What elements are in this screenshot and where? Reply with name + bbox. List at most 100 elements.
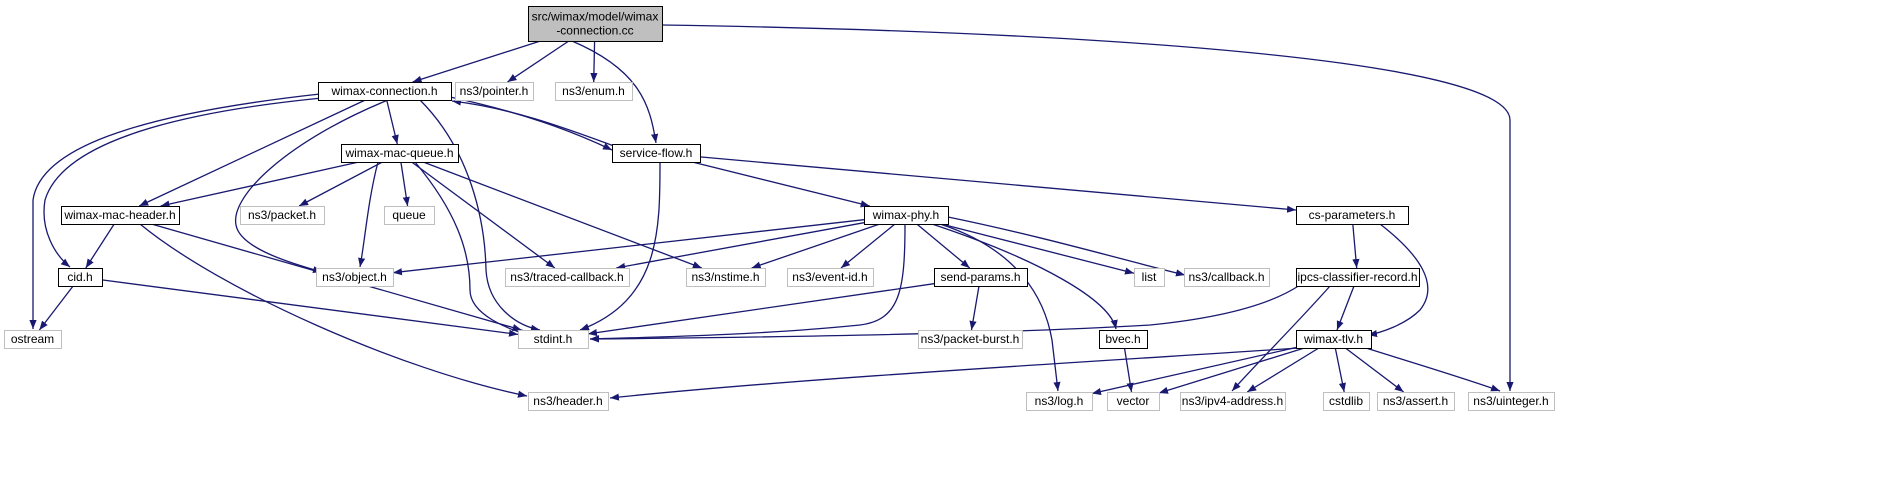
node-label-ns3-callback-h: ns3/callback.h — [1188, 270, 1264, 284]
edge-wimax-connection-h-to-ns3-object-h — [235, 99, 389, 274]
edge-wimax-mac-queue-h-to-ns3-packet-h — [298, 161, 383, 207]
edge-root-to-ns3-pointer-h — [507, 40, 570, 83]
node-box-ns3-traced-callback-h — [505, 268, 630, 287]
node-queue: queue — [384, 206, 435, 225]
node-label-ns3-event-id-h: ns3/event-id.h — [792, 270, 867, 284]
node-box-root — [528, 6, 663, 42]
node-box-ns3-event-id-h — [787, 268, 874, 287]
node-box-ns3-enum-h — [555, 82, 633, 101]
edge-wimax-tlv-h-to-ns3-header-h — [609, 347, 1301, 401]
node-box-queue — [384, 206, 435, 225]
edge-wimax-connection-h-to-cid-h — [43, 97, 323, 268]
edge-wimax-tlv-h-to-ns3-uinteger-h — [1365, 347, 1501, 392]
node-label-ns3-pointer-h: ns3/pointer.h — [460, 84, 529, 98]
edge-wimax-connection-h-to-wimax-mac-header-h — [138, 99, 366, 207]
node-box-wimax-mac-queue-h — [341, 144, 459, 163]
node-ipcs-classifier-record-h[interactable]: ipcs-classifier-record.h — [1296, 268, 1420, 287]
node-box-ns3-ipv4-address-h — [1180, 392, 1286, 411]
edge-send-params-h-to-ns3-packet-burst-h — [969, 285, 980, 331]
edge-wimax-phy-h-to-ns3-traced-callback-h — [616, 222, 865, 270]
edge-wimax-mac-queue-h-to-stdint-h — [414, 161, 531, 337]
node-box-ns3-object-h — [316, 268, 394, 287]
node-send-params-h[interactable]: send-params.h — [934, 268, 1028, 287]
node-wimax-mac-queue-h[interactable]: wimax-mac-queue.h — [341, 144, 459, 163]
node-cs-parameters-h[interactable]: cs-parameters.h — [1296, 206, 1409, 225]
edge-root-to-ns3-enum-h — [590, 40, 598, 83]
edge-ipcs-classifier-record-h-to-stdint-h — [589, 284, 1301, 343]
node-label-ns3-uinteger-h: ns3/uinteger.h — [1473, 394, 1548, 408]
file-nodes: src/wimax/model/wimax-connection.cc wimax… — [4, 6, 1555, 411]
edge-wimax-mac-queue-h-to-wimax-mac-header-h — [160, 161, 360, 208]
node-box-ns3-pointer-h — [455, 82, 534, 101]
node-label-ns3-enum-h: ns3/enum.h — [562, 84, 625, 98]
node-label-wimax-tlv-h: wimax-tlv.h — [1303, 332, 1363, 346]
node-label-send-params-h: send-params.h — [940, 270, 1020, 284]
node-label-wimax-phy-h: wimax-phy.h — [872, 208, 939, 222]
edge-root-to-service-flow-h — [571, 40, 659, 144]
node-ns3-nstime-h: ns3/nstime.h — [686, 268, 766, 287]
node-label-root-line-0: src/wimax/model/wimax — [532, 10, 659, 24]
edge-wimax-tlv-h-to-ns3-ipv4-address-h — [1246, 347, 1320, 393]
node-wimax-phy-h[interactable]: wimax-phy.h — [864, 206, 949, 225]
node-box-bvec-h — [1099, 330, 1148, 349]
node-ns3-log-h: ns3/log.h — [1026, 392, 1093, 411]
edge-cid-h-to-ostream — [38, 285, 74, 331]
node-box-ns3-assert-h — [1377, 392, 1455, 411]
node-label-service-flow-h: service-flow.h — [620, 146, 693, 160]
node-box-cstdlib — [1323, 392, 1370, 411]
node-label-ns3-nstime-h: ns3/nstime.h — [691, 270, 759, 284]
node-stdint-h: stdint.h — [518, 330, 589, 349]
node-service-flow-h[interactable]: service-flow.h — [612, 144, 701, 163]
edge-wimax-connection-h-to-stdint-h — [419, 99, 541, 332]
edge-wimax-phy-h-to-stdint-h — [589, 223, 906, 343]
node-wimax-mac-header-h[interactable]: wimax-mac-header.h — [61, 206, 180, 225]
node-ns3-uinteger-h: ns3/uinteger.h — [1468, 392, 1555, 411]
node-ns3-traced-callback-h: ns3/traced-callback.h — [505, 268, 630, 287]
node-box-wimax-connection-h — [318, 82, 452, 101]
edge-wimax-mac-header-h-to-ns3-header-h — [139, 223, 528, 398]
node-ns3-enum-h: ns3/enum.h — [555, 82, 633, 101]
node-box-wimax-mac-header-h — [61, 206, 180, 225]
node-box-service-flow-h — [612, 144, 701, 163]
node-label-bvec-h: bvec.h — [1105, 332, 1140, 346]
node-label-ns3-header-h: ns3/header.h — [533, 394, 602, 408]
node-box-cid-h — [58, 268, 103, 287]
node-label-ns3-traced-callback-h: ns3/traced-callback.h — [510, 270, 623, 284]
edge-service-flow-h-to-wimax-phy-h — [692, 161, 870, 208]
node-box-vector — [1107, 392, 1160, 411]
node-label-cs-parameters-h: cs-parameters.h — [1309, 208, 1396, 222]
node-wimax-connection-h[interactable]: wimax-connection.h — [318, 82, 452, 101]
edge-service-flow-h-to-stdint-h — [579, 161, 661, 331]
edge-wimax-phy-h-to-ns3-nstime-h — [751, 223, 881, 269]
edge-ipcs-classifier-record-h-to-wimax-tlv-h — [1336, 285, 1355, 331]
node-box-ns3-packet-burst-h — [918, 330, 1023, 349]
edge-wimax-mac-queue-h-to-ns3-traced-callback-h — [411, 161, 556, 269]
node-label-wimax-mac-queue-h: wimax-mac-queue.h — [344, 146, 453, 160]
node-box-ns3-uinteger-h — [1468, 392, 1555, 411]
edge-wimax-mac-queue-h-to-ns3-nstime-h — [422, 161, 703, 269]
edge-wimax-connection-h-to-wimax-mac-queue-h — [386, 99, 399, 145]
node-ns3-pointer-h: ns3/pointer.h — [455, 82, 534, 101]
node-box-ns3-nstime-h — [686, 268, 766, 287]
edge-service-flow-h-to-wimax-connection-h — [451, 98, 615, 147]
edge-cs-parameters-h-to-wimax-tlv-h — [1367, 223, 1429, 338]
node-box-wimax-phy-h — [864, 206, 949, 225]
edge-wimax-phy-h-to-ns3-callback-h — [947, 216, 1186, 277]
edge-wimax-phy-h-to-send-params-h — [916, 223, 971, 269]
edge-ipcs-classifier-record-h-to-ns3-ipv4-address-h — [1231, 285, 1331, 392]
node-root[interactable]: src/wimax/model/wimax-connection.cc — [528, 6, 663, 42]
node-box-ns3-callback-h — [1184, 268, 1270, 287]
node-wimax-tlv-h[interactable]: wimax-tlv.h — [1296, 330, 1372, 349]
node-box-list — [1134, 268, 1165, 287]
edge-wimax-connection-h-to-ostream — [29, 93, 321, 329]
node-ns3-object-h: ns3/object.h — [316, 268, 394, 287]
edge-wimax-connection-h-to-service-flow-h — [449, 96, 613, 151]
node-label-root-line-1: -connection.cc — [556, 24, 633, 38]
node-cid-h[interactable]: cid.h — [58, 268, 103, 287]
edge-root-to-ns3-uinteger-h — [661, 24, 1514, 391]
node-label-queue: queue — [392, 208, 426, 222]
node-bvec-h[interactable]: bvec.h — [1099, 330, 1148, 349]
node-label-wimax-connection-h: wimax-connection.h — [330, 84, 437, 98]
node-box-ostream — [4, 330, 62, 349]
